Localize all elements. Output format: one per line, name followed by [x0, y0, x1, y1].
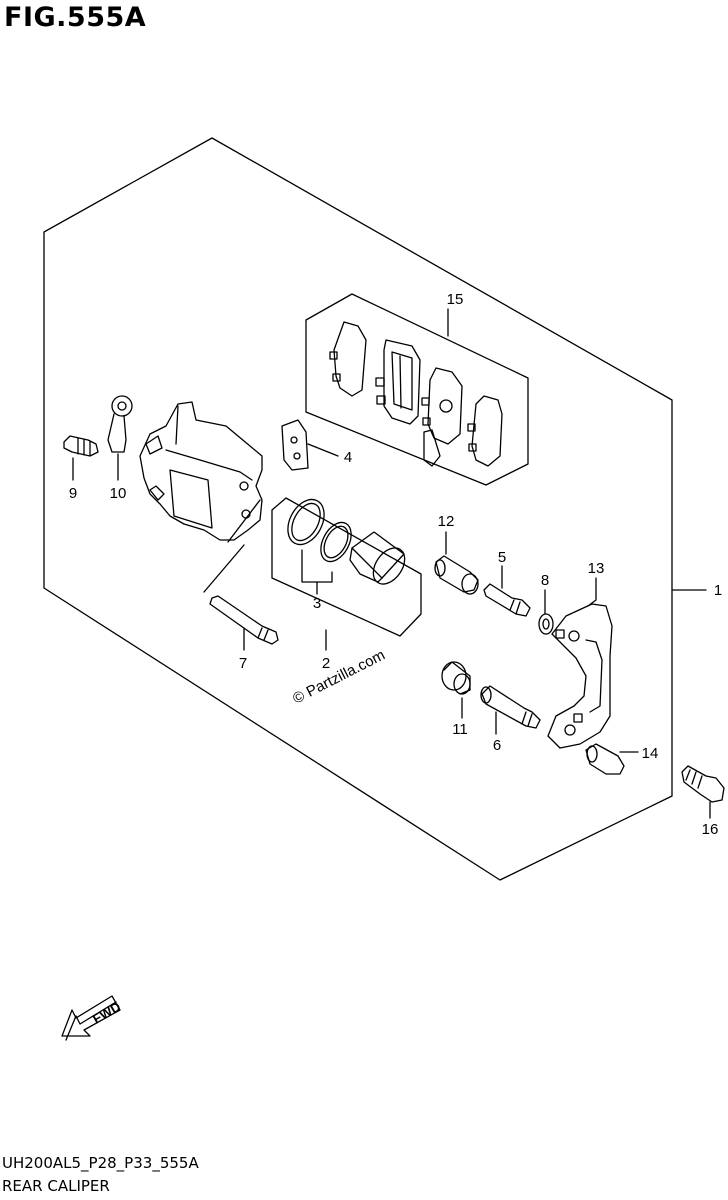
- caliper-body-icon: [139, 401, 263, 541]
- pad-spring-icon: [281, 419, 309, 471]
- diagram-code: UH200AL5_P28_P33_555A: [2, 1154, 199, 1172]
- callout-10: 10: [110, 485, 127, 502]
- bleeder-screw-icon: [63, 435, 99, 457]
- callout-13: 13: [588, 560, 605, 577]
- figure-title: FIG.555A: [4, 2, 147, 33]
- callout-6: 6: [493, 737, 501, 754]
- boot-icon: [585, 743, 625, 775]
- watermark-text: © Partzilla.com: [290, 647, 388, 708]
- fwd-arrow-icon: [61, 995, 121, 1041]
- diagram-name: REAR CALIPER: [2, 1177, 110, 1195]
- piston-seal-icon: [287, 498, 352, 563]
- callout-12: 12: [438, 513, 455, 530]
- callout-4: 4: [344, 449, 352, 466]
- callout-2: 2: [322, 655, 330, 672]
- callout-3: 3: [313, 595, 321, 612]
- callout-1: 1: [714, 582, 722, 599]
- callout-16: 16: [702, 821, 719, 838]
- guide-pin-6-icon: [480, 685, 541, 729]
- callout-5: 5: [498, 549, 506, 566]
- pad-shim-left-icon: [329, 321, 367, 397]
- callout-7: 7: [239, 655, 247, 672]
- caliper-bracket-icon: [547, 603, 613, 749]
- brake-pad-a-icon: [375, 339, 421, 425]
- slide-pin-icon: [209, 595, 279, 645]
- fwd-label: FWD: [90, 999, 123, 1027]
- washer-icon: [538, 613, 554, 635]
- callout-8: 8: [541, 572, 549, 589]
- pin-bolt-12-icon: [434, 555, 479, 595]
- pad-shim-right-icon: [467, 395, 503, 467]
- guide-pin-5-icon: [483, 583, 531, 617]
- bushing-icon: [441, 661, 471, 695]
- callout-14: 14: [642, 745, 659, 762]
- piston-set-outline: [271, 497, 422, 637]
- callout-9: 9: [69, 485, 77, 502]
- brake-pad-b-icon: [421, 367, 463, 467]
- bleeder-cap-icon: [107, 395, 133, 453]
- pad-set-outline: [305, 293, 529, 486]
- bolt-16-icon: [681, 765, 725, 803]
- leader-lines: [72, 308, 711, 819]
- piston-icon: [349, 531, 406, 585]
- callout-15: 15: [447, 291, 464, 308]
- callout-11: 11: [452, 721, 468, 738]
- assembly-outline: [43, 137, 673, 881]
